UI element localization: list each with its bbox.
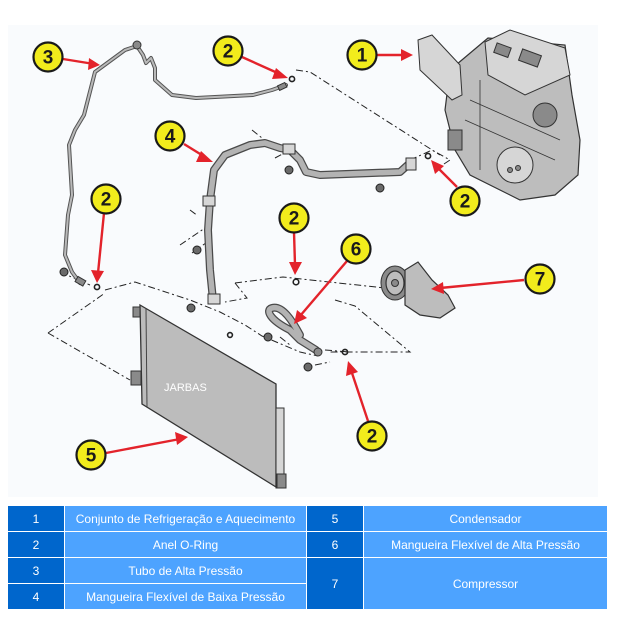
legend-number: 3: [7, 557, 65, 584]
legend-row: 1 Conjunto de Refrigeração e Aquecimento…: [7, 505, 608, 532]
legend-label: Mangueira Flexível de Baixa Pressão: [64, 583, 307, 610]
bolt: [192, 245, 202, 255]
condenser: JARBAS: [130, 303, 287, 489]
callout-number: 6: [351, 240, 362, 261]
callout-badge-2-top: 2: [212, 35, 244, 67]
callout-number: 4: [165, 127, 176, 148]
bolt: [303, 362, 313, 372]
compressor: [380, 261, 456, 319]
high-pressure-tube: [59, 40, 288, 287]
legend-label: Compressor: [363, 557, 608, 610]
legend-number: 7: [306, 557, 364, 610]
bolt: [59, 267, 69, 277]
bolt: [375, 183, 385, 193]
callout-badge-2-middle: 2: [278, 202, 310, 234]
callout-badge-4: 4: [154, 120, 186, 152]
callout-number: 2: [460, 192, 471, 213]
legend-number: 4: [7, 583, 65, 610]
low-pressure-hose: [186, 139, 417, 313]
legend-row: 2 Anel O-Ring 6 Mangueira Flexível de Al…: [7, 531, 608, 558]
legend-number: 2: [7, 531, 65, 558]
callout-leaders: [62, 49, 525, 455]
assembly-guide-lines: [47, 69, 451, 381]
watermark-text: JARBAS: [164, 382, 207, 394]
callout-number: 3: [43, 48, 54, 69]
legend-number: 1: [7, 505, 65, 532]
callout-number: 1: [357, 46, 368, 67]
parts-legend-table: 1 Conjunto de Refrigeração e Aquecimento…: [7, 505, 608, 610]
high-pressure-flexible-hose: [263, 303, 323, 372]
callout-badge-2-left: 2: [90, 183, 122, 215]
callout-badge-5: 5: [75, 439, 107, 471]
legend-label: Anel O-Ring: [64, 531, 307, 558]
callout-number: 2: [289, 209, 300, 230]
legend-row: 3 Tubo de Alta Pressão 7 Compressor: [7, 557, 608, 610]
legend-label: Mangueira Flexível de Alta Pressão: [363, 531, 608, 558]
nut: [284, 165, 294, 175]
callout-badge-7: 7: [524, 263, 556, 295]
bolt: [186, 303, 196, 313]
legend-row: 4 Mangueira Flexível de Baixa Pressão: [7, 583, 608, 610]
callout-badge-2-bottom: 2: [356, 420, 388, 452]
callout-number: 7: [535, 270, 546, 291]
legend-label: Tubo de Alta Pressão: [64, 557, 307, 584]
legend-label: Condensador: [363, 505, 608, 532]
pipe-fitting: [132, 40, 142, 50]
ac-system-exploded-diagram: JARBAS: [32, 29, 581, 489]
legend-label: Conjunto de Refrigeração e Aquecimento: [64, 505, 307, 532]
hvac-unit: [417, 29, 581, 201]
callout-number: 2: [101, 190, 112, 211]
callout-badge-2-right: 2: [449, 185, 481, 217]
callout-badge-3: 3: [32, 41, 64, 73]
callout-number: 2: [223, 42, 234, 63]
o-rings: [93, 75, 432, 356]
legend-number: 6: [306, 531, 364, 558]
callout-badge-1: 1: [346, 39, 378, 71]
callout-badge-6: 6: [340, 233, 372, 265]
bolt: [263, 332, 273, 342]
legend-number: 5: [306, 505, 364, 532]
callout-number: 5: [86, 446, 97, 467]
callout-number: 2: [367, 427, 378, 448]
